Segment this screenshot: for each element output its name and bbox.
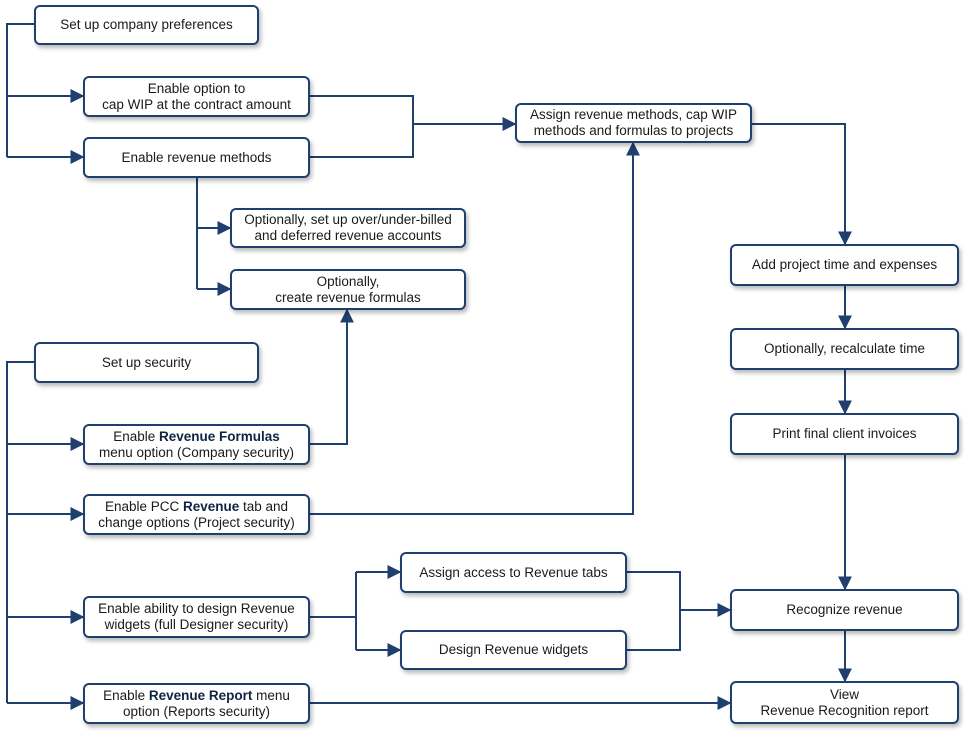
node-label-line2: cap WIP at the contract amount — [102, 96, 291, 112]
node-label-line1: View — [829, 686, 860, 702]
connector-company-trunk — [6, 23, 34, 157]
node-label-bold: Revenue Formulas — [159, 428, 280, 444]
connector-widgets-merge — [627, 571, 681, 651]
node-view-report: View Revenue Recognition report — [730, 681, 959, 724]
node-set-up-security: Set up security — [34, 342, 259, 383]
node-label-text-post: menu — [252, 687, 290, 703]
node-label-line1: Assign revenue methods, cap WIP — [529, 107, 738, 122]
node-enable-revenue-methods: Enable revenue methods — [83, 137, 310, 178]
connector-cap-wip-out — [310, 95, 414, 158]
node-label-bold: Revenue — [182, 498, 240, 514]
node-label-line2: methods and formulas to projects — [533, 123, 734, 138]
arrow-formulas-menu-up — [310, 308, 354, 445]
node-label-line1: Enable Revenue Report menu — [103, 688, 290, 704]
node-company-preferences: Set up company preferences — [34, 5, 259, 45]
node-label: Assign access to Revenue tabs — [419, 564, 608, 580]
node-label: Optionally, recalculate time — [763, 341, 926, 356]
node-print-invoices: Print final client invoices — [730, 413, 959, 455]
node-label-line1: Enable ability to design Revenue — [98, 601, 295, 616]
node-label-line2: Revenue Recognition report — [760, 702, 929, 718]
node-cap-wip: Enable option to cap WIP at the contract… — [83, 76, 310, 117]
node-revenue-formulas: Optionally, create revenue formulas — [230, 269, 466, 310]
node-design-revenue-widgets: Design Revenue widgets — [400, 630, 627, 670]
node-label: Enable revenue methods — [121, 149, 272, 165]
connector-security-trunk — [6, 361, 34, 703]
node-enable-formulas-menu: Enable Revenue Formulas menu option (Com… — [83, 424, 310, 465]
node-recalculate-time: Optionally, recalculate time — [730, 328, 959, 370]
node-label-line2: widgets (full Designer security) — [104, 617, 289, 632]
arrow-assign-to-add-time — [752, 123, 852, 246]
node-label-text: Enable — [113, 428, 159, 444]
node-label-text: Enable PCC — [104, 498, 183, 514]
node-label: Add project time and expenses — [751, 257, 938, 272]
node-label-line1: Optionally, set up over/under-billed — [244, 212, 452, 227]
node-label-text-post: tab and — [239, 498, 289, 514]
node-label-text: Enable — [103, 687, 149, 703]
node-label-line2: option (Reports security) — [122, 703, 271, 719]
node-recognize-revenue: Recognize revenue — [730, 589, 959, 631]
node-over-under-billed: Optionally, set up over/under-billed and… — [230, 208, 466, 248]
node-label-line1: Enable PCC Revenue tab and — [105, 499, 288, 515]
node-label-line1: Enable option to — [147, 80, 246, 96]
node-label-line1: Optionally, — [316, 273, 380, 289]
node-label-line2: and deferred revenue accounts — [254, 228, 442, 243]
node-assign-revenue-methods: Assign revenue methods, cap WIP methods … — [515, 103, 752, 143]
arrow-pcc-tab-up — [310, 141, 640, 515]
node-add-time-expenses: Add project time and expenses — [730, 244, 959, 286]
connector-design-split — [310, 572, 357, 618]
node-label: Set up company preferences — [60, 17, 233, 32]
node-label: Print final client invoices — [772, 426, 917, 441]
node-label: Recognize revenue — [786, 602, 903, 617]
node-enable-pcc-revenue-tab: Enable PCC Revenue tab and change option… — [83, 494, 310, 535]
node-label-bold: Revenue Report — [148, 687, 253, 703]
node-label-line2: create revenue formulas — [275, 289, 421, 305]
node-label: Design Revenue widgets — [438, 642, 589, 657]
node-label: Set up security — [101, 354, 192, 370]
node-label-line2: menu option (Company security) — [98, 444, 295, 460]
node-assign-tab-access: Assign access to Revenue tabs — [400, 552, 627, 593]
node-label-line2: change options (Project security) — [98, 514, 295, 530]
node-label-line1: Enable Revenue Formulas — [113, 429, 280, 445]
node-enable-report-menu: Enable Revenue Report menu option (Repor… — [83, 683, 310, 724]
node-enable-design-widgets: Enable ability to design Revenue widgets… — [83, 596, 310, 638]
